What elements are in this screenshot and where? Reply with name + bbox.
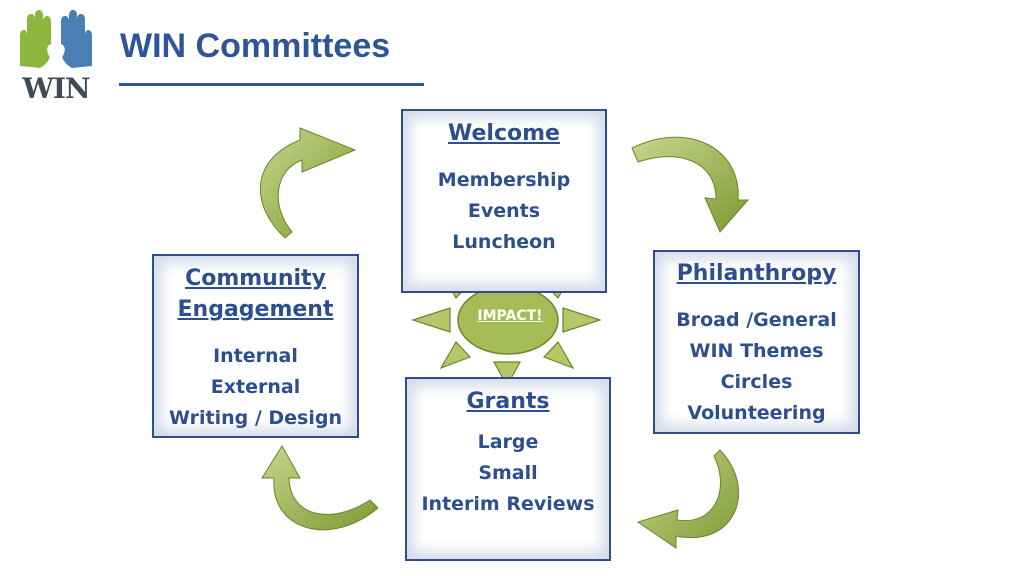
community-heading-line2: Engagement	[177, 297, 334, 322]
title-underline	[119, 83, 424, 86]
sun-ray-bottom-left	[439, 340, 472, 370]
welcome-box: Welcome Membership Events Luncheon	[401, 109, 607, 293]
community-engagement-box: Community Engagement Internal External W…	[152, 254, 359, 438]
list-item: Volunteering	[687, 402, 826, 424]
impact-label: IMPACT!	[477, 308, 543, 324]
win-logo: WIN	[10, 6, 102, 106]
list-item: Events	[467, 200, 541, 222]
community-heading-line1: Community	[185, 266, 326, 291]
list-item: Small	[478, 462, 538, 484]
grants-heading: Grants	[466, 389, 550, 414]
grants-box: Grants Large Small Interim Reviews	[405, 377, 611, 561]
list-item: Interim Reviews	[421, 493, 595, 515]
welcome-list: Membership Events Luncheon	[403, 165, 605, 258]
sun-ray-left	[411, 307, 451, 333]
grants-list: Large Small Interim Reviews	[407, 427, 609, 520]
list-item: External	[210, 376, 301, 398]
welcome-heading: Welcome	[448, 121, 560, 146]
list-item: Writing / Design	[168, 407, 342, 429]
list-item: Broad /General	[676, 309, 837, 331]
sun-ray-right	[562, 307, 602, 333]
list-item: Membership	[437, 169, 571, 191]
logo-text: WIN	[22, 72, 90, 105]
curved-arrow-top-right	[631, 136, 750, 233]
philanthropy-list: Broad /General WIN Themes Circles Volunt…	[655, 305, 858, 429]
hands-heart-icon	[20, 10, 92, 68]
sun-ray-bottom-right	[542, 340, 575, 370]
philanthropy-box: Philanthropy Broad /General WIN Themes C…	[653, 250, 860, 434]
curved-arrow-bottom-right	[636, 449, 740, 549]
community-heading: Community Engagement	[154, 263, 357, 325]
list-item: Luncheon	[452, 231, 556, 253]
list-item: WIN Themes	[689, 340, 824, 362]
curved-arrow-top-left	[259, 127, 357, 239]
list-item: Internal	[213, 345, 298, 367]
curved-arrow-bottom-left	[261, 445, 379, 531]
philanthropy-heading: Philanthropy	[676, 261, 837, 286]
community-list: Internal External Writing / Design	[154, 341, 357, 434]
page-title: WIN Committees	[120, 27, 391, 65]
list-item: Large	[477, 431, 539, 453]
list-item: Circles	[720, 371, 793, 393]
